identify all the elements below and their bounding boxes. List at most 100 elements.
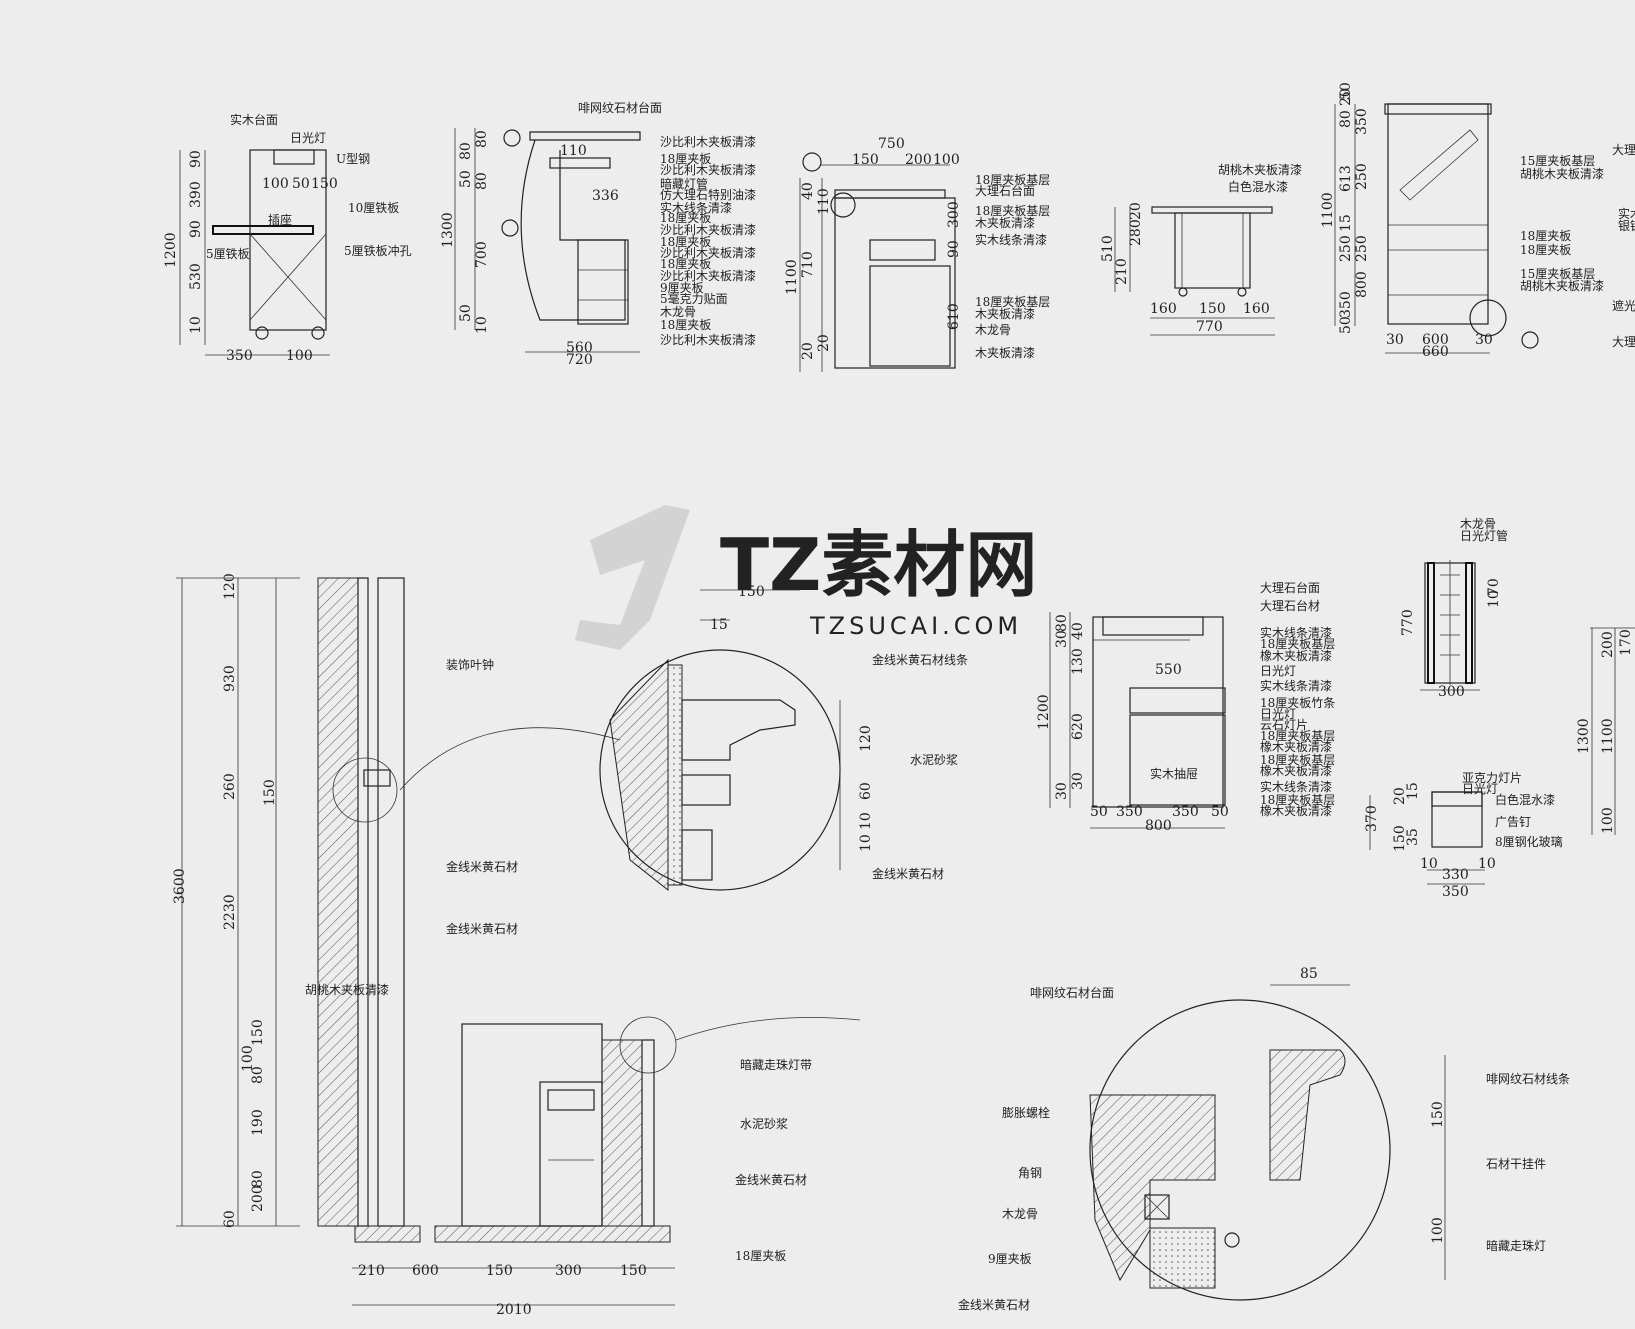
label-a-2: U型钢 xyxy=(336,152,370,166)
label-m-5: 金线米黄石材 xyxy=(958,1297,1030,1312)
dim-h-h1: 50 xyxy=(1090,804,1108,820)
dim-c-h0: 750 xyxy=(878,136,905,152)
label-d-0: 胡桃木夹板清漆 xyxy=(1218,162,1302,177)
label-l-1: 暗藏走珠灯带 xyxy=(740,1057,812,1072)
label-a-5: 5厘铁板 xyxy=(206,247,250,261)
dim-l-h4: 150 xyxy=(620,1263,647,1279)
label-h-13: 橡木夹板清漆 xyxy=(1260,764,1332,778)
dim-j-v1: 15 xyxy=(1405,782,1421,800)
dim-m-h0: 85 xyxy=(1300,966,1318,982)
dim-k-v0: 200 xyxy=(1600,631,1616,658)
drawing-b-counter-section: 啡网纹石材台面 沙比利木夹板清漆 18厘夹板 沙比利木夹板清漆 暗藏灯管 仿大理… xyxy=(440,100,756,368)
side-label-e-3: 遮光 xyxy=(1612,298,1635,313)
dim-g-v3: 10 xyxy=(858,834,874,852)
label-i-0: 木龙骨 xyxy=(1460,517,1496,531)
label-c-8: 木夹板清漆 xyxy=(975,346,1035,360)
label-h-11: 橡木夹板清漆 xyxy=(1260,740,1332,754)
label-b-13: 9厘夹板 xyxy=(660,281,704,295)
dim-b-v7: 10 xyxy=(474,316,490,334)
side-label-e-0: 大理 xyxy=(1612,143,1635,157)
dim-m-v0: 150 xyxy=(1430,1101,1446,1128)
dim-j-v2: 370 xyxy=(1364,805,1380,832)
dim-h-v5: 620 xyxy=(1070,713,1086,740)
dim-h-h3: 350 xyxy=(1172,804,1199,820)
dim-e-v2: 350 xyxy=(1354,108,1370,135)
dim-b-v1: 80 xyxy=(474,130,490,148)
dim-h-h4: 50 xyxy=(1211,804,1229,820)
dim-h-v6: 30 xyxy=(1054,782,1070,800)
label-b-17: 沙比利木夹板清漆 xyxy=(660,333,756,347)
dim-d-v2: 510 xyxy=(1100,235,1116,262)
drawing-h-reception-section: 实木抽屉 大理石台面 大理石台材 实木线条清漆 18厘夹板基层 橡木夹板清漆 日… xyxy=(1036,580,1335,834)
dim-a-v3: 530 xyxy=(188,263,204,290)
label-h-3: 18厘夹板基层 xyxy=(1260,637,1335,651)
drawing-e-display-cabinet: 15厘夹板基层 胡桃木夹板清漆 18厘夹板 18厘夹板 15厘夹板基层 胡桃木夹… xyxy=(1320,82,1635,360)
dim-a-v1: 390 xyxy=(188,181,204,208)
label-b-7: 18厘夹板 xyxy=(660,211,711,225)
label-l-2: 水泥砂浆 xyxy=(740,1116,788,1131)
dim-l-h5: 2010 xyxy=(496,1302,532,1318)
side-label-e-2: 银镜 xyxy=(1618,218,1635,233)
label-g-2: 金线米黄石材 xyxy=(872,866,944,881)
dim-b-v0: 80 xyxy=(458,142,474,160)
dim-a-h2: 150 xyxy=(311,176,338,192)
label-b-0: 啡网纹石材台面 xyxy=(578,100,662,115)
label-e-1: 胡桃木夹板清漆 xyxy=(1520,166,1604,181)
dim-i-h0: 300 xyxy=(1438,684,1465,700)
watermark-brand: TZ素材网 xyxy=(720,523,1037,607)
label-a-6: 5厘铁板冲孔 xyxy=(344,243,412,258)
dim-f-v2: 260 xyxy=(222,773,238,800)
dim-a-b1: 100 xyxy=(286,348,313,364)
label-h-1: 大理石台材 xyxy=(1260,598,1320,613)
dim-e-h1: 600 xyxy=(1422,332,1449,348)
dim-c-v4: 20 xyxy=(800,342,816,360)
dim-b-v6: 50 xyxy=(458,304,474,322)
dim-i-v2: 10 xyxy=(1486,590,1502,608)
watermark: TZ素材网 TZSUCAI.COM xyxy=(575,505,1037,650)
drawing-g-molding-detail: 金线米黄石材线条 水泥砂浆 金线米黄石材 150 15 120 60 10 10 xyxy=(599,584,968,892)
dim-f-v5: 2230 xyxy=(222,894,238,930)
dim-c-v3: 710 xyxy=(800,251,816,278)
label-c-7: 木龙骨 xyxy=(975,323,1011,337)
dim-f-v0: 120 xyxy=(222,573,238,600)
watermark-logo-icon xyxy=(575,505,690,650)
dim-c-v0: 40 xyxy=(800,182,816,200)
dim-e-v11: 350 xyxy=(1338,291,1354,318)
dim-d-h3: 770 xyxy=(1196,319,1223,335)
label-h-5: 日光灯 xyxy=(1260,664,1296,678)
dim-g-v2: 10 xyxy=(858,812,874,830)
drawing-l-cabinet-section: 胡桃木夹板清漆 暗藏走珠灯带 水泥砂浆 金线米黄石材 18厘夹板 210 600… xyxy=(305,982,861,1318)
drawing-k-partial: 200 170 1300 1100 100 xyxy=(1576,627,1635,835)
dim-h-h0: 550 xyxy=(1155,662,1182,678)
label-m-0: 啡网纹石材台面 xyxy=(1030,985,1114,1000)
label-a-3: 10厘铁板 xyxy=(348,201,399,215)
dim-d-h1: 150 xyxy=(1199,301,1226,317)
dim-h-h2: 350 xyxy=(1116,804,1143,820)
dim-j-v0: 20 xyxy=(1392,787,1408,805)
dim-j-h3: 350 xyxy=(1442,884,1469,900)
label-a-1: 日光灯 xyxy=(290,131,326,145)
label-a-0: 实木台面 xyxy=(230,112,278,127)
dim-k-v2: 1300 xyxy=(1576,718,1592,754)
dim-e-v4: 613 xyxy=(1338,165,1354,192)
dim-a-v2: 90 xyxy=(188,220,204,238)
dim-j-h2: 10 xyxy=(1478,856,1496,872)
dim-j-v3: 150 xyxy=(1392,825,1408,852)
label-h-10: 18厘夹板基层 xyxy=(1260,729,1335,743)
label-b-14: 5毫克力贴面 xyxy=(660,291,728,306)
label-b-10: 沙比利木夹板清漆 xyxy=(660,246,756,260)
dim-j-h0: 10 xyxy=(1420,856,1438,872)
dim-d-h2: 160 xyxy=(1243,301,1270,317)
dim-g-h0: 150 xyxy=(738,584,765,600)
dim-e-h3: 660 xyxy=(1422,344,1449,360)
label-b-1: 沙比利木夹板清漆 xyxy=(660,135,756,149)
label-m-3: 木龙骨 xyxy=(1002,1207,1038,1221)
dim-d-v1: 20 xyxy=(1128,202,1144,220)
dim-c-v6: 300 xyxy=(946,201,962,228)
dim-h-v7: 30 xyxy=(1070,772,1086,790)
label-m-4: 9厘夹板 xyxy=(988,1252,1032,1266)
dim-d-v0: 280 xyxy=(1128,219,1144,246)
label-b-9: 18厘夹板 xyxy=(660,235,711,249)
dim-b-h0: 110 xyxy=(560,143,587,159)
label-h-4: 橡木夹板清漆 xyxy=(1260,649,1332,663)
